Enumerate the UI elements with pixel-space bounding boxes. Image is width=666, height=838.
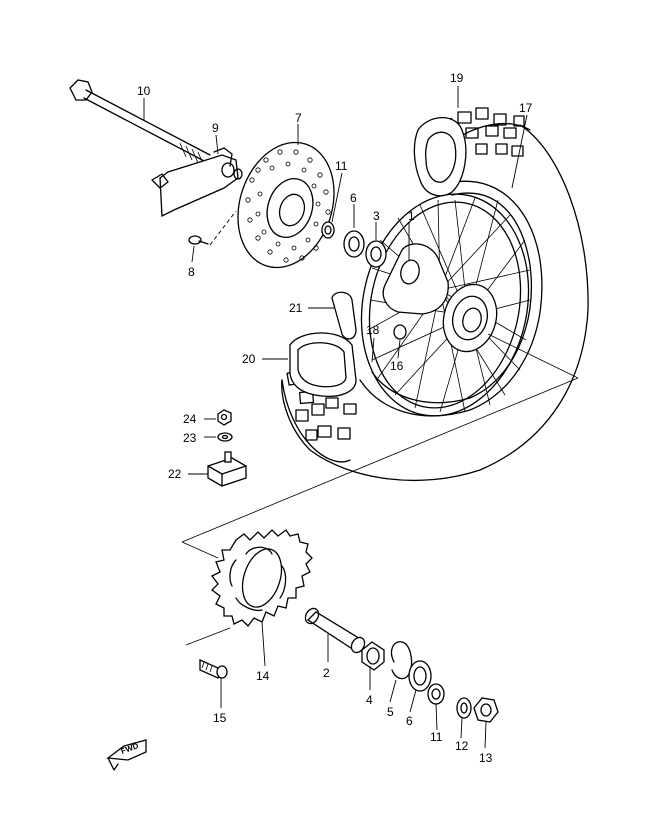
label-part-7: 7 [295, 111, 302, 125]
valve-washer [217, 432, 233, 442]
label-part-15: 15 [213, 711, 227, 725]
label-part-9: 9 [212, 121, 219, 135]
label-part-10: 10 [137, 84, 151, 98]
axle-nut [473, 697, 499, 723]
label-part-2: 2 [323, 666, 330, 680]
axle [69, 79, 211, 167]
label-part-23: 23 [183, 431, 197, 445]
label-part-3: 3 [373, 209, 380, 223]
chain-adjuster [151, 147, 243, 218]
label-part-22: 22 [168, 467, 182, 481]
spacer-upper [321, 221, 335, 239]
label-part-24: 24 [183, 412, 197, 426]
label-part-13: 13 [479, 751, 493, 765]
label-part-11-upper: 11 [335, 159, 348, 173]
label-part-1: 1 [408, 209, 415, 223]
rim-tube-section [413, 117, 467, 197]
disc-bolt [188, 235, 209, 245]
label-part-11-lower: 11 [430, 730, 443, 744]
rim-lock-block [207, 451, 247, 487]
valve-nut [217, 409, 232, 426]
oil-seal [408, 660, 432, 692]
fwd-arrow-icon: FWD [106, 739, 147, 771]
label-part-20: 20 [242, 352, 256, 366]
label-part-4: 4 [366, 693, 373, 707]
spacer-lower [427, 683, 445, 705]
rim-lock [393, 324, 407, 340]
axle-washer [456, 697, 472, 719]
label-part-5: 5 [387, 705, 394, 719]
sprocket-bolt [199, 658, 228, 679]
hub [382, 243, 498, 353]
bearing-spacer-3 [365, 240, 387, 268]
leader-lines [143, 86, 528, 749]
tube-section [289, 332, 357, 398]
bearing-left [343, 230, 365, 258]
label-part-12: 12 [455, 739, 469, 753]
part-number-labels: 1 2 3 4 5 6 6 7 8 9 10 11 11 12 13 14 15… [137, 71, 533, 765]
label-part-17: 17 [519, 101, 533, 115]
bearing-right [361, 641, 385, 671]
label-part-6-lower: 6 [406, 714, 413, 728]
label-part-19: 19 [450, 71, 464, 85]
label-part-21: 21 [289, 301, 303, 315]
assembly-plane-lines [181, 333, 579, 646]
circlip [390, 641, 413, 680]
label-part-16: 16 [390, 359, 404, 373]
brake-disc [237, 141, 335, 269]
rim-band [331, 291, 357, 340]
axle-sleeve [304, 607, 366, 654]
label-part-18: 18 [366, 323, 380, 337]
sprocket [211, 529, 313, 627]
label-part-6-upper: 6 [350, 191, 357, 205]
label-part-8: 8 [188, 265, 195, 279]
label-part-14: 14 [256, 669, 270, 683]
